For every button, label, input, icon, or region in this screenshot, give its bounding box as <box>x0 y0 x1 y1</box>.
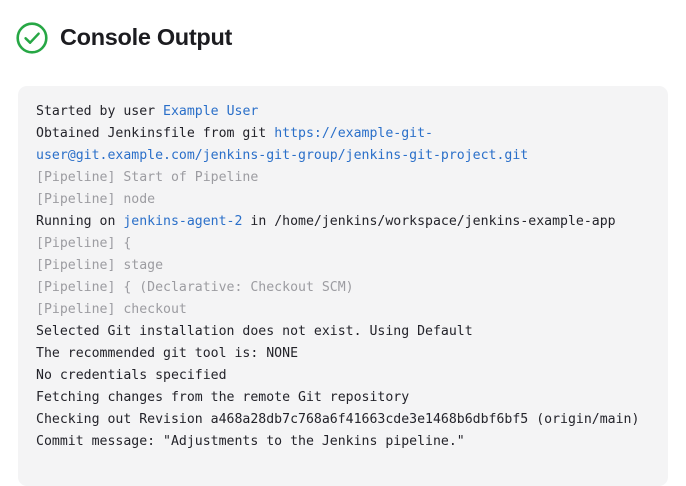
console-log-text-part: [Pipeline] node <box>36 192 156 207</box>
console-log-text-part: No credentials specified <box>36 368 227 383</box>
console-log-line: [Pipeline] checkout <box>36 299 650 321</box>
console-log-text-part: Started by user <box>36 104 164 119</box>
console-log-line: [Pipeline] { (Declarative: Checkout SCM) <box>36 277 650 299</box>
console-log-line: Selected Git installation does not exist… <box>36 321 650 343</box>
console-log-line: Commit message: "Adjustments to the Jenk… <box>36 431 650 453</box>
page-title: Console Output <box>60 24 233 51</box>
console-log-line: [Pipeline] stage <box>36 255 650 277</box>
console-log-text-part: Running on <box>36 214 124 229</box>
console-log-text-part: Commit message: "Adjustments to the Jenk… <box>36 434 465 449</box>
console-log-text-part: The recommended git tool is: NONE <box>36 346 299 361</box>
console-log-line: [Pipeline] { <box>36 233 650 255</box>
console-log-link[interactable]: Example User <box>163 104 259 119</box>
console-log-line: Checking out Revision a468a28db7c768a6f4… <box>36 409 650 431</box>
console-log-line: Running on jenkins-agent-2 in /home/jenk… <box>36 211 650 233</box>
console-log-text-part: [Pipeline] checkout <box>36 302 187 317</box>
console-output-header: Console Output <box>0 0 686 60</box>
console-log-line: Obtained Jenkinsfile from git https://ex… <box>36 123 650 167</box>
console-log-text-part: [Pipeline] Start of Pipeline <box>36 170 259 185</box>
console-log-text-part: [Pipeline] { (Declarative: Checkout SCM) <box>36 280 354 295</box>
console-log-line: The recommended git tool is: NONE <box>36 343 650 365</box>
console-log-link[interactable]: https://example-git-user@git.example.com… <box>36 126 529 163</box>
console-log-line: Started by user Example User <box>36 101 650 123</box>
console-log-line: [Pipeline] node <box>36 189 650 211</box>
console-log-line: Fetching changes from the remote Git rep… <box>36 387 650 409</box>
console-log-line: [Pipeline] Start of Pipeline <box>36 167 650 189</box>
console-log-link[interactable]: jenkins-agent-2 <box>123 214 243 229</box>
console-log-text-part: [Pipeline] { <box>36 236 132 251</box>
console-log-text-part: [Pipeline] stage <box>36 258 164 273</box>
console-log-text-part: in /home/jenkins/workspace/jenkins-examp… <box>242 214 616 229</box>
console-log-line: No credentials specified <box>36 365 650 387</box>
console-log-text-part: Checking out Revision a468a28db7c768a6f4… <box>36 412 640 427</box>
console-log-text-part: Selected Git installation does not exist… <box>36 324 473 339</box>
console-log-text-part: Obtained Jenkinsfile from git <box>36 126 275 141</box>
check-circle-icon <box>16 22 48 54</box>
console-log-text-part: Fetching changes from the remote Git rep… <box>36 390 410 405</box>
